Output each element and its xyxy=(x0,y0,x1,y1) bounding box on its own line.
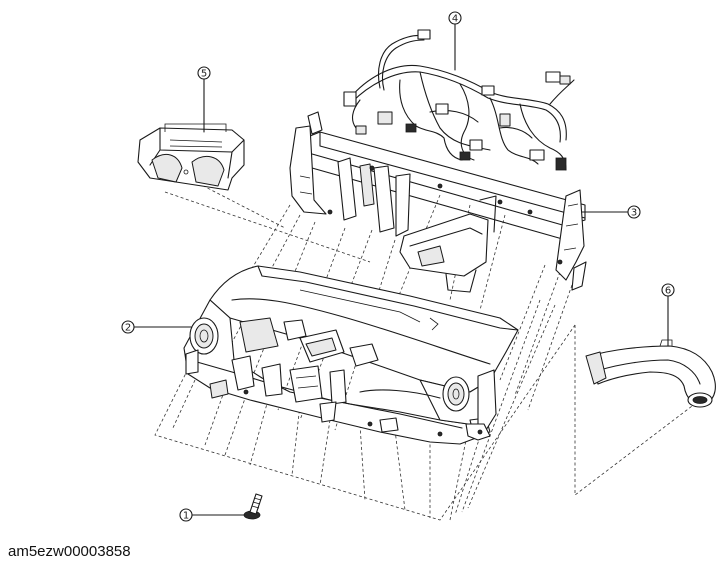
callout-number-4: 4 xyxy=(452,14,458,25)
callout-4: 4 xyxy=(448,11,462,71)
callout-number-2: 2 xyxy=(125,323,131,334)
callout-number-3: 3 xyxy=(631,208,637,219)
side-vent-duct-drawing xyxy=(585,339,716,408)
callout-number-1: 1 xyxy=(183,511,189,522)
callout-3: 3 xyxy=(581,205,641,219)
wiring-harness-drawing xyxy=(343,29,575,171)
callout-1: 1 xyxy=(179,508,245,522)
dashboard-drawing xyxy=(183,265,519,445)
callout-number-5: 5 xyxy=(201,69,207,80)
callout-2: 2 xyxy=(121,320,193,334)
dashboard-member-drawing xyxy=(289,111,587,293)
center-vent-duct-drawing xyxy=(137,123,245,191)
bolt-drawing xyxy=(243,493,263,520)
callout-6: 6 xyxy=(661,283,675,347)
figure-id-caption: am5ezw00003858 xyxy=(8,543,131,560)
callout-number-6: 6 xyxy=(665,286,671,297)
callout-5: 5 xyxy=(197,66,211,133)
